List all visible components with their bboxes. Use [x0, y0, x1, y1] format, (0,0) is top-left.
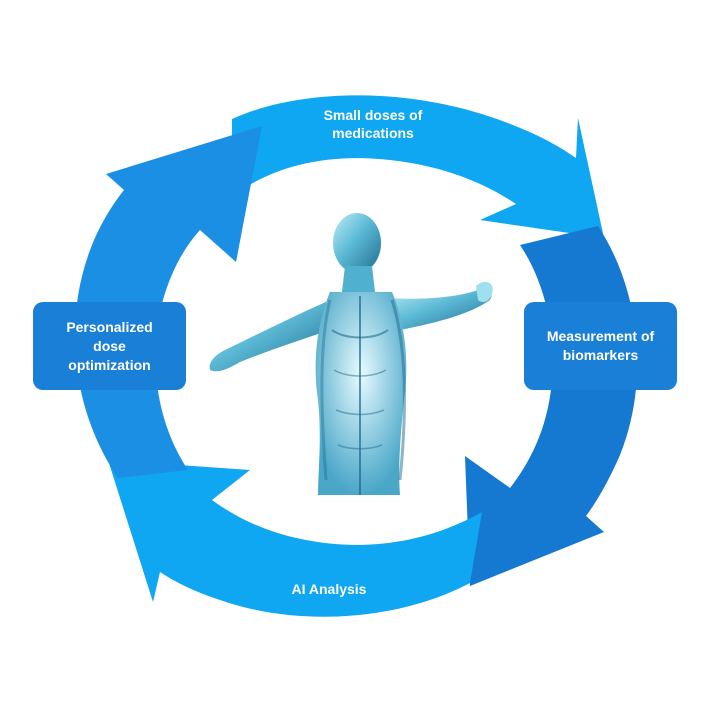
human-anatomy-figure	[209, 213, 493, 495]
stage-box-biomarkers: Measurement of biomarkers	[524, 302, 677, 390]
stage-label-line: Personalized	[66, 318, 153, 335]
stage-label-line: AI Analysis	[291, 581, 367, 597]
stage-label-line: dose	[93, 337, 126, 354]
stage-box-dose-optimization: Personalized dose optimization	[33, 302, 186, 390]
ring-segment-left	[74, 126, 262, 478]
stage-label-medications: Small doses of medications	[273, 106, 473, 142]
stage-label-line: Small doses of	[323, 107, 423, 123]
stage-label-line: Measurement of	[546, 328, 655, 344]
stage-label-line: biomarkers	[562, 347, 639, 363]
ring-segment-right	[465, 226, 638, 586]
ring-segment-bottom	[108, 460, 482, 617]
stage-label-line: medications	[332, 125, 414, 141]
ring-segment-top	[232, 95, 604, 238]
stage-label-ai-analysis: AI Analysis	[229, 580, 429, 598]
stage-label-line: optimization	[68, 356, 151, 373]
